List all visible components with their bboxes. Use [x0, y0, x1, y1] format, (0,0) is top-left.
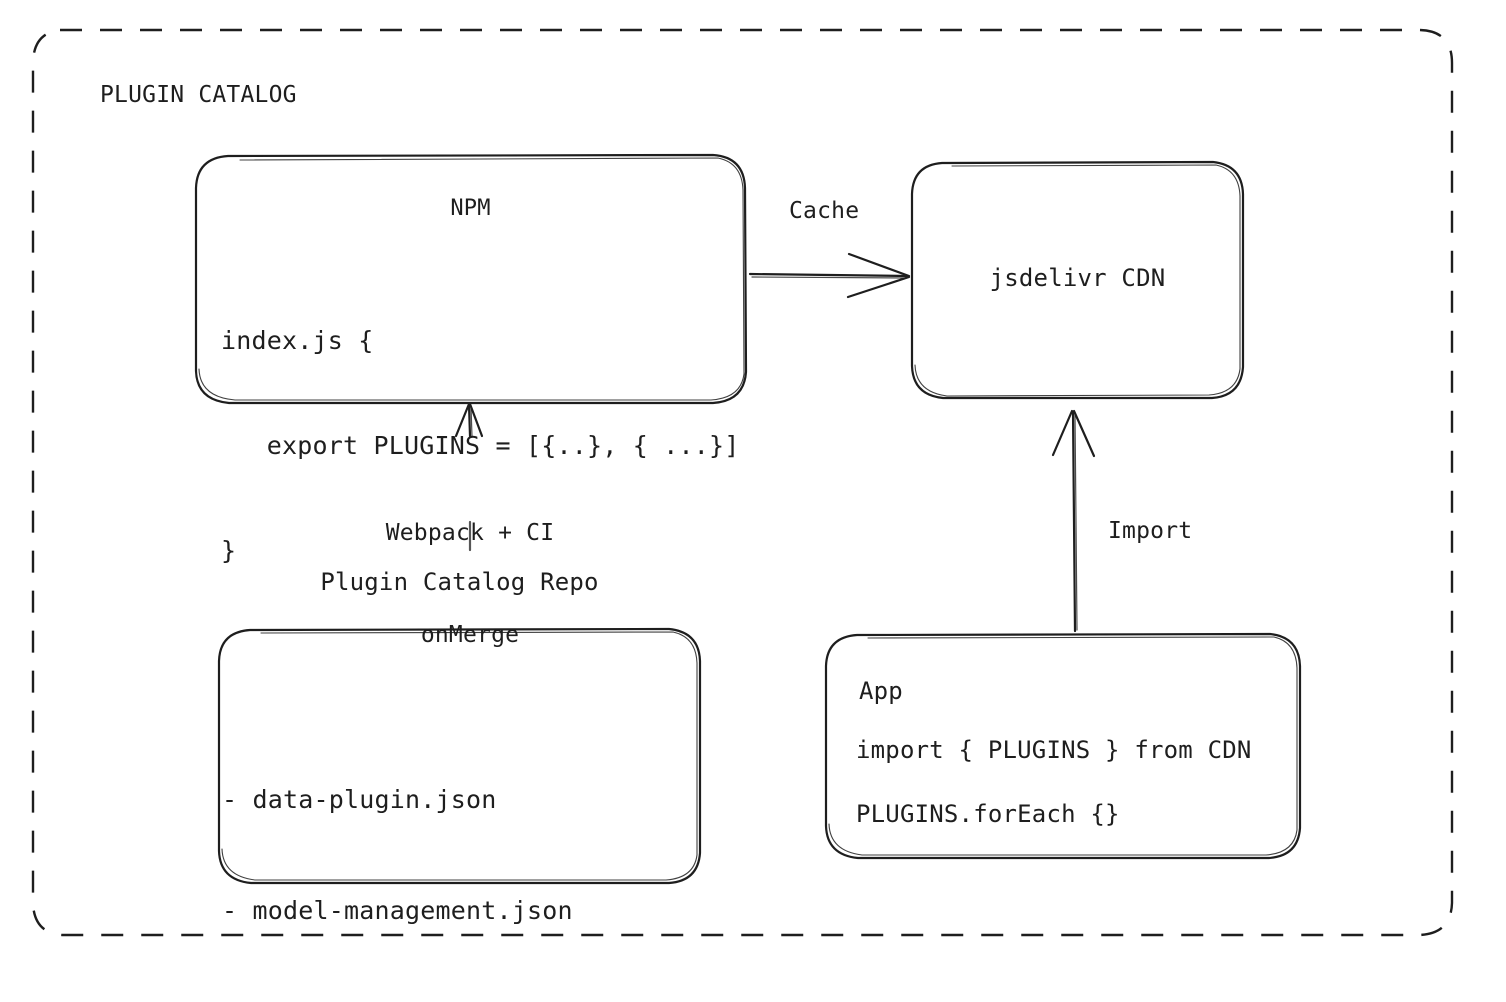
- npm-code-line-1: index.js {: [221, 326, 374, 355]
- cache-edge-label: Cache: [789, 198, 860, 224]
- cdn-node-title: jsdelivr CDN: [989, 264, 1166, 292]
- import-edge-label: Import: [1108, 518, 1193, 544]
- repo-file-list: - data-plugin.json - model-management.js…: [222, 707, 573, 1002]
- webpack-edge-label: Webpack + CI onMerge: [268, 448, 672, 720]
- cache-arrow: [748, 252, 911, 299]
- app-node-title: App: [859, 677, 903, 705]
- repo-file-item-2: - model-management.json: [222, 896, 573, 925]
- npm-code-line-2: export PLUGINS = [{..}, { ...}]: [221, 431, 740, 460]
- npm-code-block: index.js { export PLUGINS = [{..}, { ...…: [221, 253, 740, 638]
- npm-code-line-3: }: [221, 536, 237, 565]
- npm-node-title: NPM: [450, 196, 491, 221]
- group-title: PLUGIN CATALOG: [100, 82, 297, 108]
- app-code-line-1: import { PLUGINS } from CDN: [856, 736, 1252, 764]
- webpack-edge-label-line-1: Webpack + CI: [385, 520, 555, 546]
- repo-file-item-1: - data-plugin.json: [222, 785, 497, 814]
- import-arrow: [1051, 409, 1096, 633]
- webpack-edge-label-line-2: onMerge: [420, 622, 520, 648]
- repo-node-title: Plugin Catalog Repo: [320, 568, 599, 596]
- app-code-line-2: PLUGINS.forEach {}: [856, 800, 1120, 828]
